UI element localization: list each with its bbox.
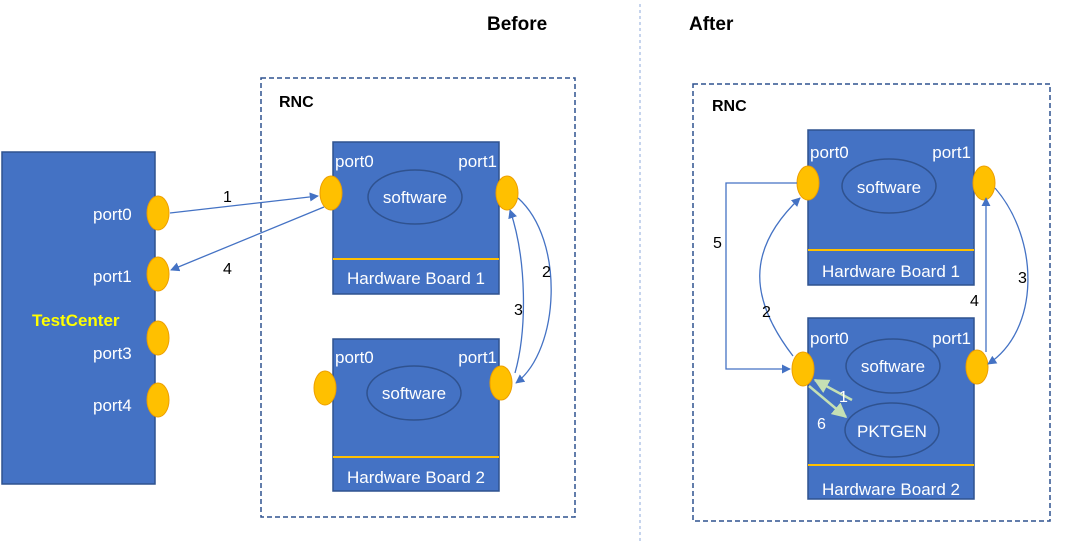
- board1-port1-connector: [495, 175, 519, 211]
- hardware-board-2-after: software PKTGEN port0 port1 Hardware Boa…: [807, 317, 975, 500]
- flow-arrow-6: [808, 385, 848, 418]
- board-port1-label: port1: [458, 152, 497, 171]
- step-label: 1: [223, 189, 232, 206]
- flow-arrow-2: [515, 197, 552, 384]
- software-label: software: [383, 188, 447, 207]
- testcenter-port1-connector: [146, 256, 170, 292]
- board-port1-label: port1: [932, 143, 971, 162]
- flow-arrow-3: [508, 209, 525, 374]
- flow-arrow-1: [813, 378, 853, 402]
- board-port0-label: port0: [335, 348, 374, 367]
- rnc-label-before: RNC: [279, 94, 314, 111]
- before-heading: Before: [487, 14, 547, 35]
- testcenter-port-label: port3: [93, 344, 132, 363]
- board-name-label: Hardware Board 1: [347, 269, 485, 288]
- board-port1-label: port1: [932, 329, 971, 348]
- hardware-board-1-before: software port0 port1 Hardware Board 1: [332, 141, 500, 295]
- pktgen-module: [844, 402, 940, 458]
- flow-arrow-3: [987, 187, 1029, 365]
- board-port0-label: port0: [810, 329, 849, 348]
- board-name-label: Hardware Board 2: [822, 480, 960, 499]
- testcenter-port-label: port0: [93, 205, 132, 224]
- board2-port0-connector: [791, 351, 815, 387]
- board1-port0-connector: [319, 175, 343, 211]
- testcenter-port3-connector: [146, 320, 170, 356]
- software-module: [845, 338, 941, 394]
- pktgen-label: PKTGEN: [857, 422, 927, 441]
- rnc-frame-before: [260, 77, 576, 518]
- step-label: 4: [970, 293, 979, 310]
- step-label: 2: [542, 264, 551, 281]
- board2-port1-connector: [965, 349, 989, 385]
- step-label: 1: [839, 389, 848, 406]
- flow-arrow-5: [725, 182, 797, 374]
- board-name-label: Hardware Board 1: [822, 262, 960, 281]
- flow-arrow-4: [170, 206, 325, 272]
- software-label: software: [382, 384, 446, 403]
- board1-port0-connector: [796, 165, 820, 201]
- after-heading: After: [689, 14, 734, 35]
- hardware-board-1-after: software port0 port1 Hardware Board 1: [807, 129, 975, 286]
- board-name-label: Hardware Board 2: [347, 468, 485, 487]
- testcenter-port4-connector: [146, 382, 170, 418]
- software-label: software: [857, 178, 921, 197]
- board2-port0-connector: [313, 370, 337, 406]
- step-label: 5: [713, 235, 722, 252]
- board-port0-label: port0: [810, 143, 849, 162]
- testcenter-box: TestCenter port0 port1 port3 port4: [1, 151, 156, 485]
- testcenter-port-label: port4: [93, 396, 132, 415]
- board-port0-label: port0: [335, 152, 374, 171]
- software-label: software: [861, 357, 925, 376]
- software-module: [841, 158, 937, 214]
- flow-arrow-2: [759, 197, 801, 357]
- testcenter-port0-connector: [146, 195, 170, 231]
- step-label: 4: [223, 261, 232, 278]
- board2-port1-connector: [489, 365, 513, 401]
- board-port1-label: port1: [458, 348, 497, 367]
- testcenter-label: TestCenter: [32, 311, 120, 330]
- rnc-frame-after: [692, 83, 1051, 522]
- step-label: 3: [1018, 270, 1027, 287]
- step-label: 6: [817, 416, 826, 433]
- software-module: [366, 365, 462, 421]
- software-module: [367, 169, 463, 225]
- step-label: 2: [762, 304, 771, 321]
- step-label: 3: [514, 302, 523, 319]
- flow-arrow-1: [169, 192, 319, 214]
- rnc-label-after: RNC: [712, 98, 747, 115]
- board1-port1-connector: [972, 165, 996, 201]
- testcenter-port-label: port1: [93, 267, 132, 286]
- hardware-board-2-before: software port0 port1 Hardware Board 2: [332, 338, 500, 492]
